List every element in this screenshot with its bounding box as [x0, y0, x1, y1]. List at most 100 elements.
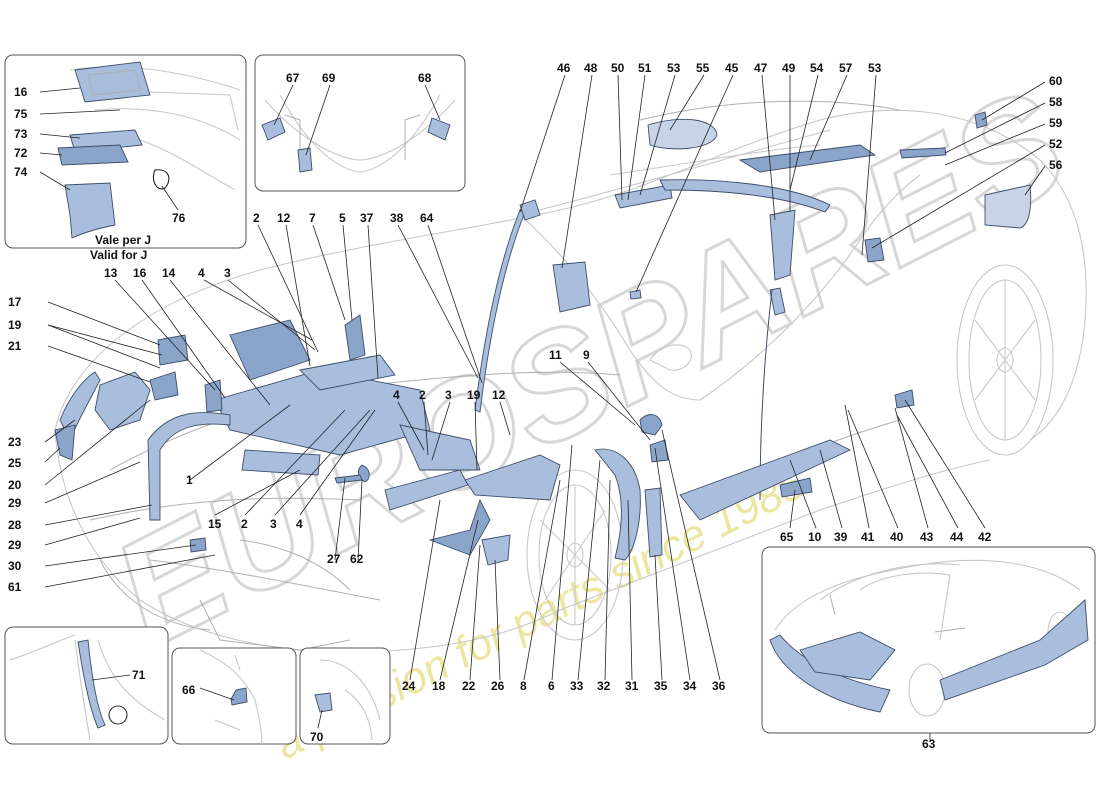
inset-callout-74: 74 [14, 165, 28, 179]
callout-32: 32 [597, 679, 611, 693]
callout-2c: 2 [241, 517, 248, 531]
main-parts [54, 111, 1032, 566]
inset-callout-63: 63 [922, 737, 936, 751]
callout-22: 22 [462, 679, 476, 693]
part-dash-cover [552, 261, 591, 313]
callout-59: 59 [1049, 116, 1063, 130]
part-left-small-bracket [149, 371, 179, 401]
part-hinge-left-2 [297, 147, 313, 173]
callout-4: 4 [198, 266, 205, 280]
callout-10: 10 [808, 530, 822, 544]
leader-lines [44, 74, 1046, 681]
callout-56: 56 [1049, 158, 1063, 172]
callout-42: 42 [978, 530, 992, 544]
part-left-air-scoop [59, 371, 101, 442]
callout-39: 39 [834, 530, 848, 544]
inset-caption-en: Valid for J [90, 248, 147, 262]
callout-37: 37 [360, 211, 374, 225]
callout-62: 62 [350, 552, 364, 566]
part-wheelarch-bracket [428, 498, 491, 556]
callout-13: 13 [104, 266, 118, 280]
callout-20: 20 [8, 478, 22, 492]
callout-58: 58 [1049, 95, 1063, 109]
part-front-wheelarch-liner [594, 448, 641, 561]
callout-3: 3 [224, 266, 231, 280]
part-a-pillar-trim [519, 199, 541, 221]
callout-4c: 4 [296, 517, 303, 531]
callout-45: 45 [725, 61, 739, 75]
part-skirt-bracket [779, 477, 813, 498]
part-fender-clip [649, 439, 669, 463]
callout-30: 30 [8, 559, 22, 573]
part-roof-clip [629, 289, 642, 300]
part-side-kit [939, 599, 1089, 701]
part-rear-bracket [974, 111, 988, 129]
callout-29b: 29 [8, 538, 22, 552]
callout-3c: 3 [270, 517, 277, 531]
callout-38: 38 [390, 211, 404, 225]
callout-19b: 19 [467, 388, 481, 402]
callout-8: 8 [520, 679, 527, 693]
inset-bracket: 66 [171, 647, 297, 745]
part-side-mesh [984, 184, 1032, 229]
callout-9: 9 [583, 348, 590, 362]
callout-4b: 4 [393, 388, 400, 402]
callout-46: 46 [557, 61, 571, 75]
part-door-seal [77, 639, 106, 729]
part-front-hose [147, 412, 231, 521]
inset-body-kit: 63 [761, 546, 1096, 751]
inset-door-seal: 71 [4, 626, 169, 745]
callout-18: 18 [432, 679, 446, 693]
inset-callout-76: 76 [172, 211, 186, 225]
callout-2b: 2 [419, 388, 426, 402]
callout-26: 26 [491, 679, 505, 693]
part-duct-74 [64, 182, 116, 239]
callout-50: 50 [611, 61, 625, 75]
callout-3b: 3 [445, 388, 452, 402]
part-clip-70 [314, 692, 333, 713]
callout-47: 47 [754, 61, 768, 75]
part-left-bracket [54, 424, 76, 461]
part-hinge-right [427, 117, 451, 141]
callout-labels: 46 48 50 51 53 55 45 47 49 54 57 53 60 5… [8, 61, 1063, 693]
callout-21: 21 [8, 339, 22, 353]
callout-57: 57 [839, 61, 853, 75]
inset-callout-70: 70 [310, 730, 324, 744]
callout-51: 51 [638, 61, 652, 75]
inset-callout-69: 69 [322, 71, 336, 85]
part-b-pillar [769, 209, 796, 281]
callout-36: 36 [712, 679, 726, 693]
callout-41: 41 [861, 530, 875, 544]
callout-64: 64 [420, 211, 434, 225]
inset-callout-75: 75 [14, 107, 28, 121]
callout-43: 43 [920, 530, 934, 544]
part-rear-strip [899, 147, 947, 159]
callout-65: 65 [780, 530, 794, 544]
callout-15: 15 [208, 517, 222, 531]
callout-55: 55 [696, 61, 710, 75]
part-roof-rail [659, 179, 831, 213]
inset-callout-71: 71 [132, 668, 146, 682]
part-strut-tower [344, 314, 366, 361]
inset-caption-it: Vale per J [95, 233, 151, 247]
callout-49: 49 [782, 61, 796, 75]
part-clip-15 [189, 537, 207, 553]
callout-29: 29 [8, 496, 22, 510]
callout-19: 19 [8, 318, 22, 332]
part-hood-kit [799, 631, 896, 681]
part-left-bracket-2 [204, 379, 223, 413]
part-hinge-left [261, 117, 286, 141]
callout-35: 35 [654, 679, 668, 693]
callout-34: 34 [683, 679, 697, 693]
callout-33: 33 [570, 679, 584, 693]
inset-clip: 70 [299, 647, 391, 745]
callout-40: 40 [890, 530, 904, 544]
callout-17: 17 [8, 295, 22, 309]
part-front-frame-rail [229, 319, 311, 381]
callout-27: 27 [327, 552, 341, 566]
callout-14: 14 [162, 266, 176, 280]
callout-12: 12 [277, 211, 291, 225]
part-fender-bracket [639, 414, 663, 436]
callout-61: 61 [8, 580, 22, 594]
